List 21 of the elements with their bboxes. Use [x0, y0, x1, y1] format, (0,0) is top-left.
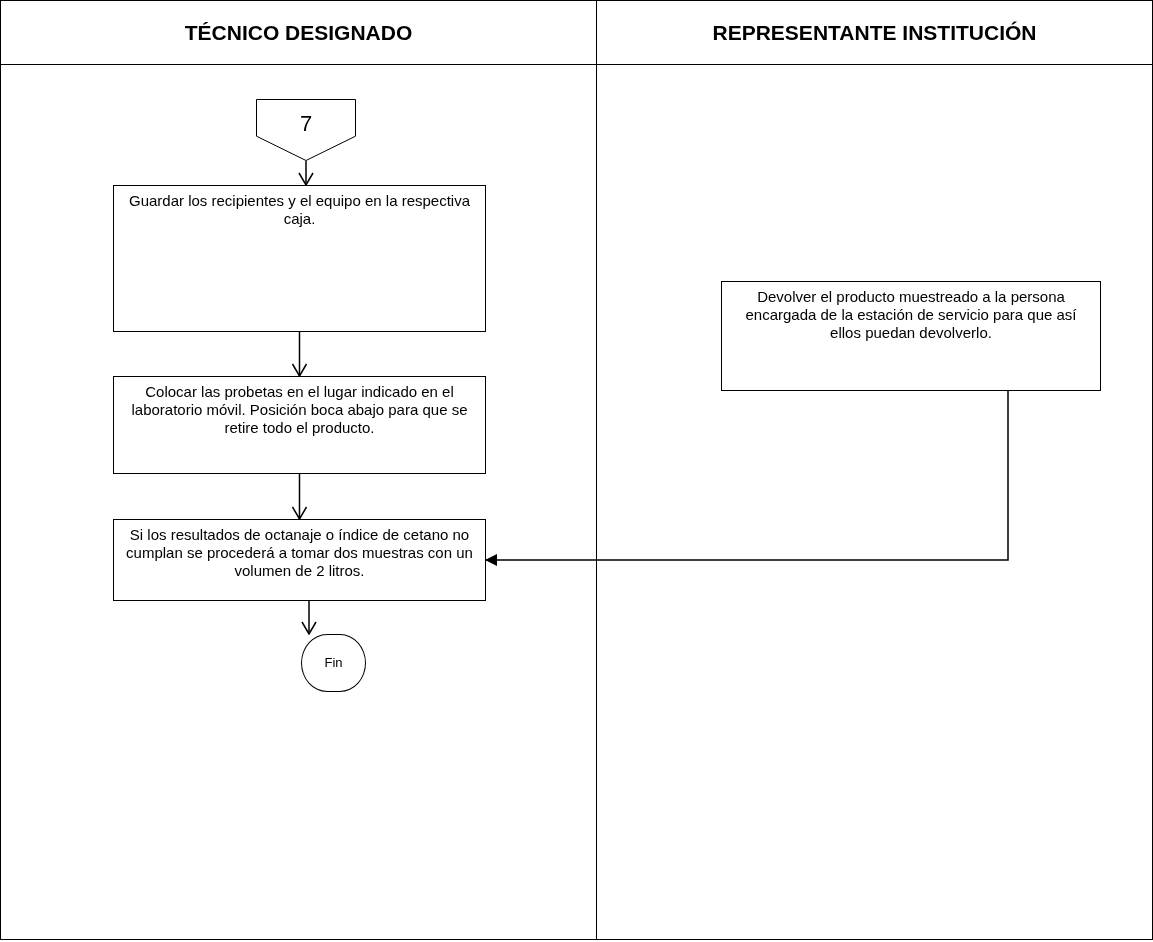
- terminator-shape: [301, 634, 366, 692]
- step-text: Devolver el producto muestreado a la persona encargada de la estación de servicio para que así ellos puedan devolverlo.: [744, 288, 1078, 342]
- off-page-connector: [256, 99, 356, 161]
- arrow: [301, 600, 317, 635]
- terminator-text: Fin: [324, 655, 343, 671]
- lane-header: REPRESENTANTE INSTITUCIÓN: [712, 20, 1037, 45]
- arrow: [298, 160, 314, 186]
- arrow: [291, 331, 308, 377]
- step-text: Colocar las probetas en el lugar indicado en el laboratorio móvil. Posición boca abajo para que se retire todo el producto.: [130, 383, 469, 437]
- process-box: [721, 281, 1101, 391]
- arrow: [291, 473, 308, 520]
- process-box: [113, 519, 486, 601]
- arrow: [485, 390, 1009, 566]
- lane-header: TÉCNICO DESIGNADO: [184, 20, 413, 45]
- process-box: [113, 376, 486, 474]
- swimlane: [596, 0, 1153, 940]
- swimlane: [0, 0, 597, 940]
- step-text: Guardar los recipientes y el equipo en la respectiva caja.: [128, 192, 471, 228]
- connector-number: 7: [299, 111, 313, 138]
- process-box: [113, 185, 486, 332]
- step-text: Si los resultados de octanaje o índice de cetano no cumplan se procederá a tomar dos muestras con un volumen de 2 litros.: [125, 526, 474, 580]
